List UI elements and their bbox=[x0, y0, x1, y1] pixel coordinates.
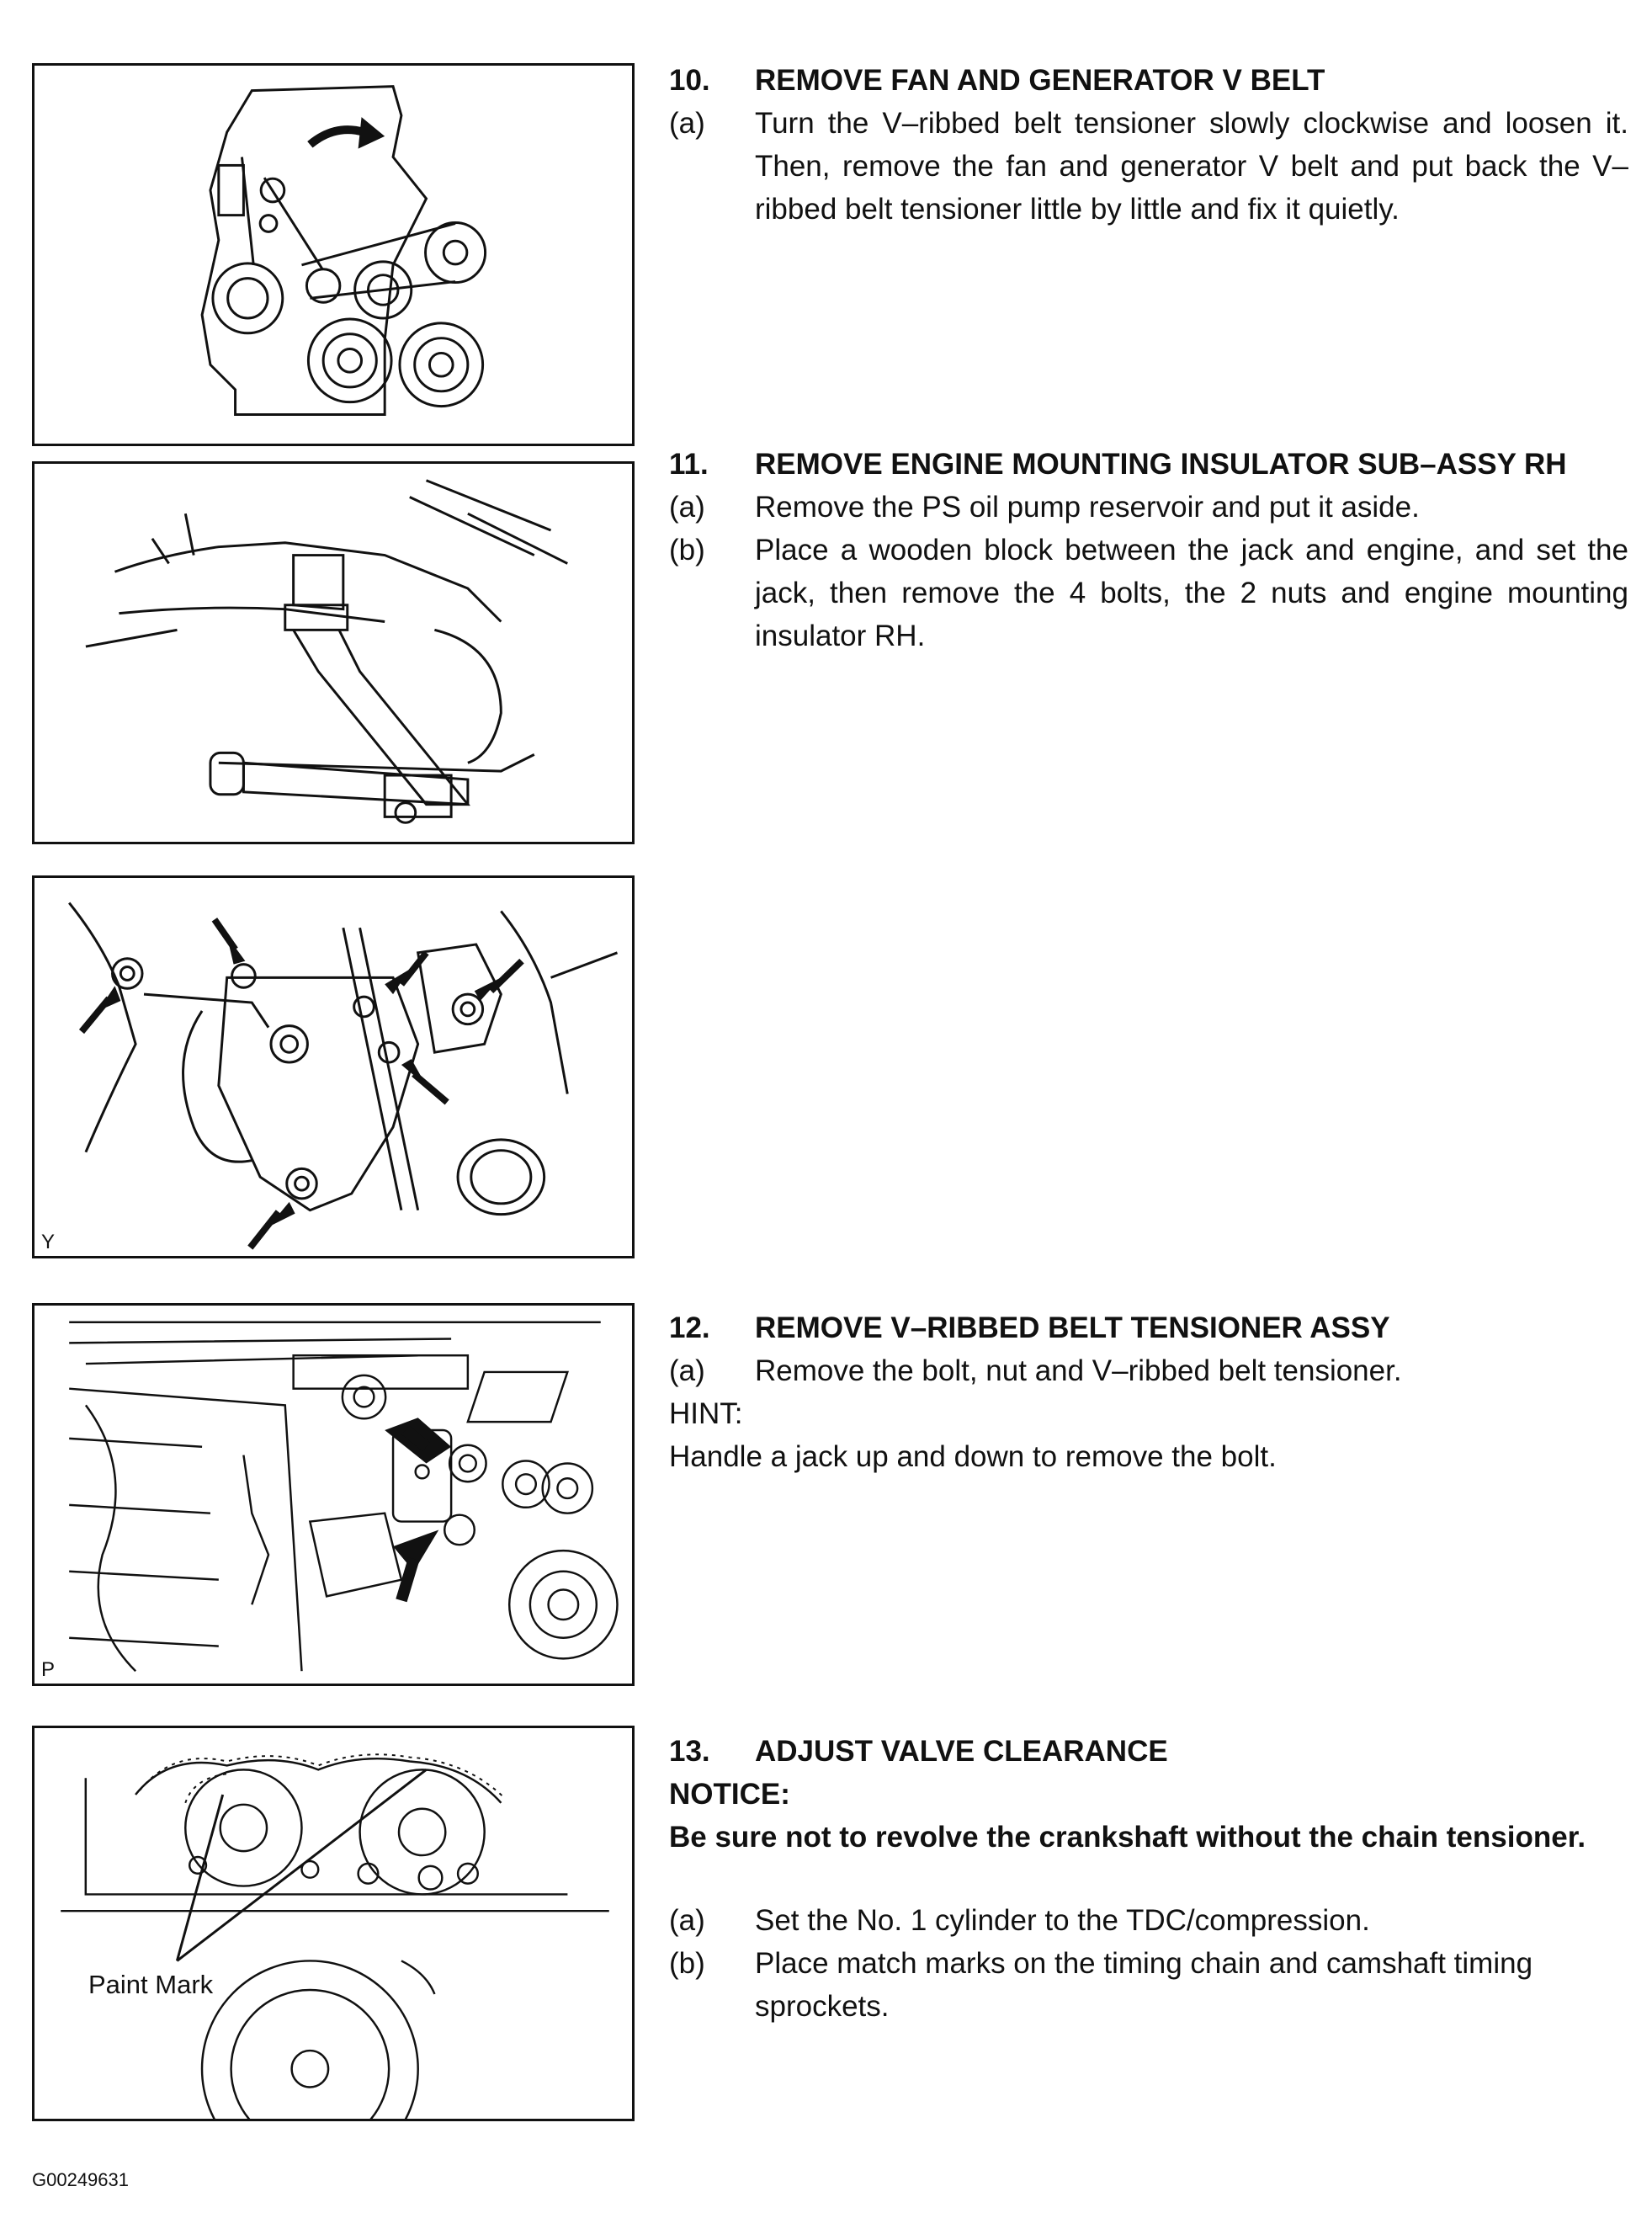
substep-text: Place match marks on the timing chain an… bbox=[755, 1947, 1533, 2023]
substep-b: (b) Place a wooden block between the jac… bbox=[669, 529, 1628, 657]
step-number: 10. bbox=[669, 64, 710, 97]
notice-label: NOTICE: bbox=[669, 1778, 790, 1811]
figure-mounting-bolts: Y bbox=[32, 875, 635, 1258]
substep-b: (b) Place match marks on the timing chai… bbox=[669, 1942, 1628, 2028]
substep-label: (b) bbox=[669, 534, 705, 567]
substep-label: (b) bbox=[669, 1947, 705, 1980]
step-heading: 10. REMOVE FAN AND GENERATOR V BELT bbox=[669, 59, 1628, 102]
step-12: 12. REMOVE V–RIBBED BELT TENSIONER ASSY … bbox=[669, 1306, 1628, 1478]
substep-text: Turn the V–ribbed belt tensioner slowly … bbox=[755, 107, 1628, 226]
step-13: 13. ADJUST VALVE CLEARANCE NOTICE: Be su… bbox=[669, 1730, 1628, 2028]
step-number: 12. bbox=[669, 1311, 710, 1344]
belt-tensioner-illustration bbox=[69, 1321, 619, 1673]
figure-belt-tensioner: P bbox=[32, 1303, 635, 1686]
figure-belt-routing bbox=[32, 63, 635, 446]
step-title: REMOVE ENGINE MOUNTING INSULATOR SUB–ASS… bbox=[755, 448, 1567, 481]
paint-mark-label: Paint Mark bbox=[85, 1970, 217, 2000]
substep-a: (a) Set the No. 1 cylinder to the TDC/co… bbox=[669, 1899, 1628, 1942]
step-11: 11. REMOVE ENGINE MOUNTING INSULATOR SUB… bbox=[669, 443, 1628, 657]
substep-text: Remove the bolt, nut and V–ribbed belt t… bbox=[755, 1354, 1402, 1387]
substep-text: Place a wooden block between the jack an… bbox=[755, 534, 1628, 652]
notice-text: Be sure not to revolve the crankshaft wi… bbox=[669, 1821, 1586, 1854]
step-heading: 11. REMOVE ENGINE MOUNTING INSULATOR SUB… bbox=[669, 443, 1628, 486]
paint-mark-illustration bbox=[61, 1753, 609, 2119]
substep-label: (a) bbox=[669, 1904, 705, 1937]
figure-paint-mark: Paint Mark bbox=[32, 1726, 635, 2121]
substep-a: (a) Remove the bolt, nut and V–ribbed be… bbox=[669, 1349, 1628, 1392]
substep-text: Set the No. 1 cylinder to the TDC/compre… bbox=[755, 1904, 1370, 1937]
document-id: G00249631 bbox=[32, 2169, 129, 2190]
step-number: 11. bbox=[669, 448, 709, 481]
figure-tag: Y bbox=[41, 1231, 56, 1253]
step-heading: 13. ADJUST VALVE CLEARANCE bbox=[669, 1730, 1628, 1773]
figure-jack-support bbox=[32, 461, 635, 844]
substep-a: (a) Remove the PS oil pump reservoir and… bbox=[669, 486, 1628, 529]
mounting-bolts-illustration bbox=[68, 902, 619, 1250]
step-10: 10. REMOVE FAN AND GENERATOR V BELT (a) … bbox=[669, 59, 1628, 231]
jack-support-illustration bbox=[85, 479, 568, 824]
step-title: ADJUST VALVE CLEARANCE bbox=[755, 1735, 1168, 1768]
belt-routing-illustration bbox=[200, 85, 487, 416]
step-heading: 12. REMOVE V–RIBBED BELT TENSIONER ASSY bbox=[669, 1306, 1628, 1349]
substep-text: Remove the PS oil pump reservoir and put… bbox=[755, 491, 1420, 524]
hint-text: Handle a jack up and down to remove the … bbox=[669, 1440, 1277, 1473]
substep-label: (a) bbox=[669, 107, 705, 140]
figure-tag: P bbox=[41, 1658, 56, 1681]
hint-label: HINT: bbox=[669, 1397, 743, 1430]
step-number: 13. bbox=[669, 1735, 710, 1768]
substep-a: (a) Turn the V–ribbed belt tensioner slo… bbox=[669, 102, 1628, 231]
step-title: REMOVE FAN AND GENERATOR V BELT bbox=[755, 64, 1325, 97]
substep-label: (a) bbox=[669, 1354, 705, 1387]
step-title: REMOVE V–RIBBED BELT TENSIONER ASSY bbox=[755, 1311, 1390, 1344]
substep-label: (a) bbox=[669, 491, 705, 524]
